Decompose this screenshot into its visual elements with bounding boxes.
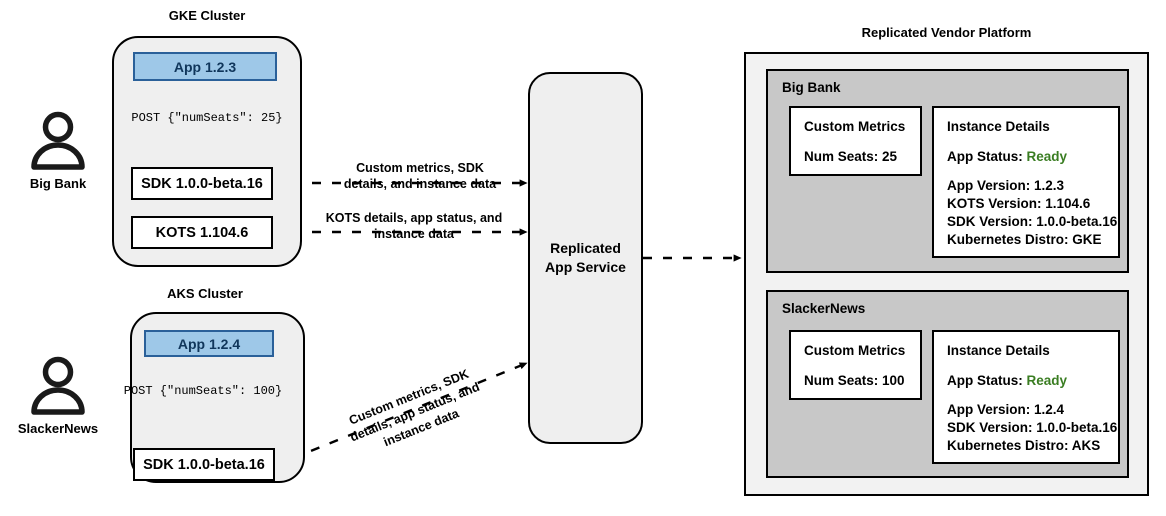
edge-label-line2: details, and instance data xyxy=(343,177,497,192)
gke-cluster-title: GKE Cluster xyxy=(168,8,246,23)
detail-row: SDK Version: 1.0.0-beta.16 xyxy=(947,419,1118,435)
detail-row: KOTS Version: 1.104.6 xyxy=(947,195,1091,211)
slackernews-custom-metrics-card: Custom Metrics Num Seats: 100 xyxy=(789,330,922,400)
detail-row: SDK Version: 1.0.0-beta.16 xyxy=(947,213,1118,229)
big-bank-instance-details-card: Instance Details App Status: Ready App V… xyxy=(932,106,1120,258)
gke-sdk-box[interactable]: SDK 1.0.0-beta.16 xyxy=(131,167,273,200)
edge-label-kots-to-service: KOTS details, app status, and instance d… xyxy=(312,210,516,243)
card-title: Custom Metrics xyxy=(804,119,906,134)
card-title: Custom Metrics xyxy=(804,343,906,358)
vendor-platform-title: Replicated Vendor Platform xyxy=(861,25,1032,40)
tenant-name: SlackerNews xyxy=(782,301,866,316)
card-title: Instance Details xyxy=(947,343,1050,358)
person-icon xyxy=(31,356,85,415)
spacer xyxy=(947,166,1105,177)
tenant-name: Big Bank xyxy=(782,80,841,95)
gke-post-call: POST {"numSeats": 25} xyxy=(131,111,283,125)
status-badge: App Status: Ready xyxy=(947,148,1105,166)
service-line1: Replicated xyxy=(550,240,621,257)
actor-label: Big Bank xyxy=(29,176,87,191)
gke-app-box[interactable]: App 1.2.3 xyxy=(133,52,277,81)
person-icon xyxy=(31,111,85,170)
actor-label: SlackerNews xyxy=(17,421,99,436)
status-badge: App Status: Ready xyxy=(947,372,1105,390)
status-value: Ready xyxy=(1026,373,1068,388)
replicated-app-service-box[interactable]: Replicated App Service xyxy=(528,72,643,444)
detail-row: Kubernetes Distro: AKS xyxy=(947,437,1101,453)
status-label: App Status: xyxy=(947,373,1023,388)
aks-post-call: POST {"numSeats": 100} xyxy=(123,384,283,398)
slackernews-instance-details-card: Instance Details App Status: Ready App V… xyxy=(932,330,1120,464)
actor-slackernews: SlackerNews xyxy=(10,355,106,436)
edge-label-line2: instance data xyxy=(374,227,454,242)
service-line2: App Service xyxy=(545,259,626,275)
aks-app-box[interactable]: App 1.2.4 xyxy=(144,330,274,357)
aks-sdk-box[interactable]: SDK 1.0.0-beta.16 xyxy=(133,448,275,481)
detail-row: App Version: 1.2.4 xyxy=(947,401,1065,417)
edge-label-sdk-to-service: Custom metrics, SDK details, and instanc… xyxy=(330,160,510,193)
spacer xyxy=(947,390,1105,401)
big-bank-custom-metrics-card: Custom Metrics Num Seats: 25 xyxy=(789,106,922,176)
aks-cluster-title: AKS Cluster xyxy=(167,286,243,301)
actor-big-bank: Big Bank xyxy=(10,110,106,191)
status-label: App Status: xyxy=(947,149,1023,164)
edge-label-line1: Custom metrics, SDK xyxy=(356,161,484,175)
metric-row: Num Seats: 100 xyxy=(804,373,905,388)
metric-row: Num Seats: 25 xyxy=(804,149,898,164)
detail-row: Kubernetes Distro: GKE xyxy=(947,231,1102,247)
status-value: Ready xyxy=(1026,149,1068,164)
detail-row: App Version: 1.2.3 xyxy=(947,177,1065,193)
card-title: Instance Details xyxy=(947,119,1050,134)
gke-kots-box[interactable]: KOTS 1.104.6 xyxy=(131,216,273,249)
edge-label-line1: KOTS details, app status, and xyxy=(325,211,503,225)
